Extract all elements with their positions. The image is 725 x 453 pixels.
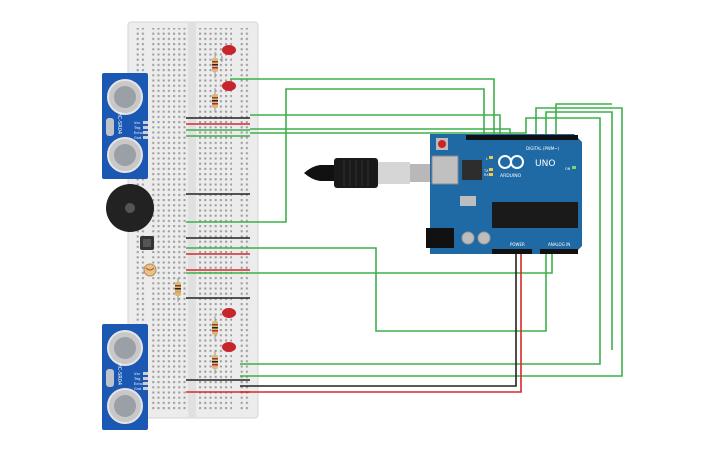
on-led-label: ON xyxy=(565,167,571,171)
power-label: POWER xyxy=(510,242,525,247)
resistor-1[interactable] xyxy=(212,52,218,78)
ultrasonic-sensor-bottom[interactable]: HC-SR04 Vcc Trig Echo Gnd xyxy=(102,324,148,430)
power-header[interactable] xyxy=(492,249,532,254)
led-4[interactable] xyxy=(222,342,236,352)
resistor-3[interactable] xyxy=(175,278,181,302)
arduino-uno-board[interactable]: UNO ARDUINO DIGITAL (PWM~) POWER ANALOG … xyxy=(426,134,582,254)
sensor-top-pin-2: Trig xyxy=(133,126,140,130)
resistor-4[interactable] xyxy=(212,316,218,340)
usb-cable xyxy=(304,158,432,188)
board-model-label: UNO xyxy=(535,159,555,169)
sensor-bottom-model: HC-SR04 xyxy=(116,363,122,385)
sensor-top-pin-4: Gnd xyxy=(134,136,141,140)
rx-led-label: RX xyxy=(484,173,489,177)
sensor-top-pin-1: Vcc xyxy=(134,121,140,125)
analog-in-label: ANALOG IN xyxy=(548,242,570,247)
l-led-label: L xyxy=(486,157,488,161)
sensor-bottom-pin-3: Echo xyxy=(134,382,143,386)
breadboard[interactable] xyxy=(127,21,259,419)
digital-pins-label: DIGITAL (PWM~) xyxy=(526,146,560,151)
reset-button[interactable] xyxy=(436,138,448,150)
sensor-bottom-pin-1: Vcc xyxy=(134,372,140,376)
led-1[interactable] xyxy=(221,45,236,62)
led-3[interactable] xyxy=(222,308,236,318)
sensor-top-model: HC-SR04 xyxy=(116,112,122,134)
analog-header[interactable] xyxy=(540,249,578,254)
resistor-5[interactable] xyxy=(212,350,218,374)
temperature-sensor[interactable] xyxy=(140,236,154,250)
breadboard-jumpers xyxy=(186,117,250,393)
ultrasonic-sensor-top[interactable]: HC-SR04 Vcc Trig Echo Gnd xyxy=(102,73,148,179)
sensor-bottom-pin-4: Gnd xyxy=(134,387,141,391)
wires xyxy=(186,78,623,393)
led-2[interactable] xyxy=(222,81,236,91)
board-brand-label: ARDUINO xyxy=(500,173,522,179)
photoresistor[interactable] xyxy=(143,263,157,277)
resistor-2[interactable] xyxy=(212,88,218,112)
piezo-buzzer[interactable] xyxy=(106,184,154,232)
arduino-logo xyxy=(498,155,524,169)
digital-header[interactable] xyxy=(466,135,578,140)
tx-led-label: TX xyxy=(483,169,489,173)
sensor-bottom-pin-2: Trig xyxy=(133,377,140,381)
sensor-top-pin-3: Echo xyxy=(134,131,143,135)
atmega-chip xyxy=(492,202,578,228)
